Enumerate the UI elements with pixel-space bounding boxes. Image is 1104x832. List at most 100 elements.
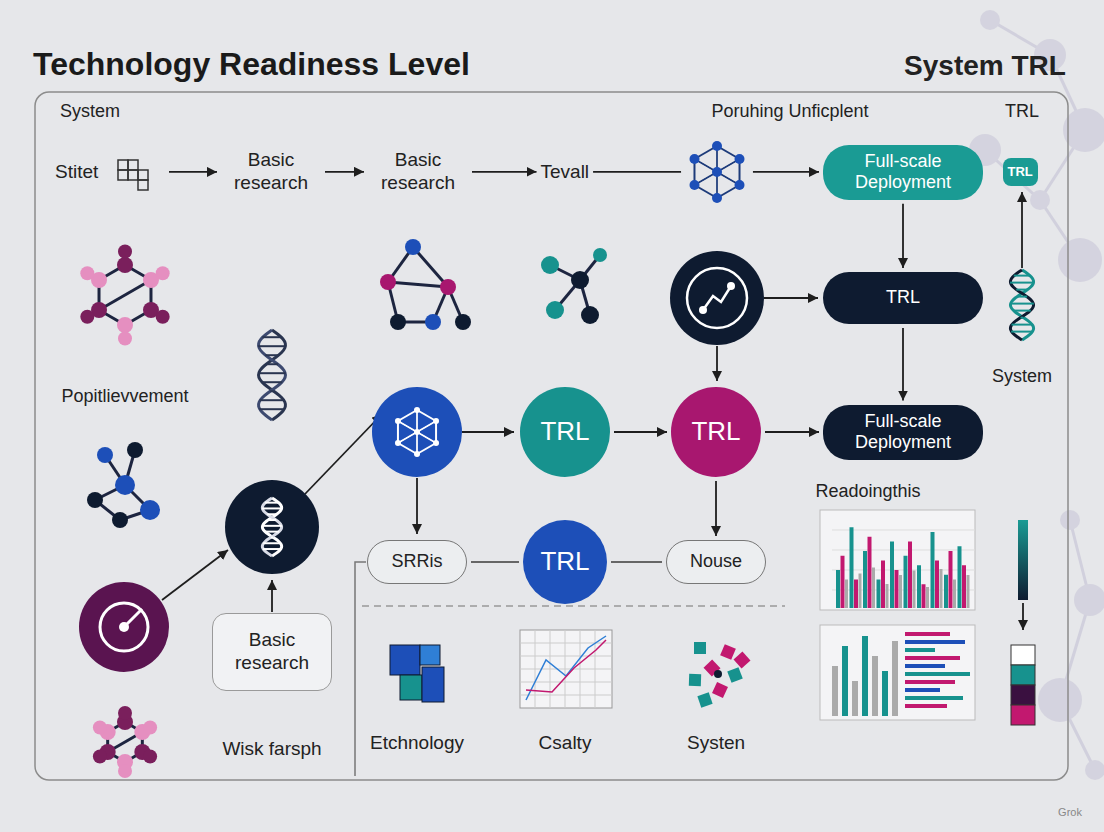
blueprint-block bbox=[390, 645, 420, 675]
bar-chart bbox=[820, 510, 975, 610]
atom bbox=[581, 306, 599, 324]
network-icon bbox=[689, 141, 744, 203]
chart-series bbox=[526, 640, 606, 692]
icon-caption: Systen bbox=[687, 732, 745, 754]
node-text: TRL bbox=[540, 546, 589, 577]
atom bbox=[127, 442, 143, 458]
grid-line bbox=[580, 630, 581, 708]
atom bbox=[380, 274, 396, 290]
atom bbox=[541, 256, 559, 274]
color-stack bbox=[1011, 645, 1035, 665]
node-text: TRL bbox=[886, 287, 920, 309]
network-link bbox=[416, 432, 418, 454]
blueprint-block bbox=[420, 645, 440, 665]
bar bbox=[841, 556, 845, 608]
chart-trend bbox=[703, 286, 731, 310]
arrow-line bbox=[716, 346, 718, 381]
bar bbox=[917, 565, 921, 608]
grid-cell bbox=[118, 170, 128, 180]
network-circle bbox=[372, 387, 462, 477]
node-text: Basic research bbox=[221, 149, 321, 195]
bar bbox=[922, 584, 926, 608]
ball-stick-molecule bbox=[380, 239, 471, 330]
dna-rung bbox=[262, 381, 282, 383]
dna-rung bbox=[258, 345, 286, 347]
bar bbox=[877, 580, 881, 609]
dna-circle bbox=[225, 480, 319, 574]
atom bbox=[87, 492, 103, 508]
atom bbox=[440, 279, 456, 295]
atom bbox=[571, 271, 589, 289]
dna-rung bbox=[1010, 282, 1034, 284]
hbar bbox=[905, 688, 940, 692]
network-node bbox=[414, 429, 420, 435]
bar bbox=[850, 527, 854, 608]
bar bbox=[862, 636, 868, 716]
bar bbox=[859, 574, 862, 609]
dna-rung bbox=[258, 372, 286, 374]
grid-cell bbox=[138, 170, 148, 180]
grid-line bbox=[520, 643, 612, 644]
network-link bbox=[397, 421, 399, 443]
node-text: SRRis bbox=[391, 551, 442, 573]
network-node bbox=[414, 407, 420, 413]
bond bbox=[388, 282, 448, 287]
dna-strand bbox=[259, 330, 286, 420]
hbar bbox=[905, 680, 955, 684]
network-node bbox=[433, 418, 439, 424]
bar bbox=[895, 570, 899, 608]
network-node bbox=[735, 154, 745, 164]
dna-rung bbox=[1016, 289, 1028, 291]
dna-strand bbox=[1010, 270, 1033, 340]
atom bbox=[425, 314, 441, 330]
node-text: Full-scale Deployment bbox=[835, 411, 971, 454]
target-circle bbox=[79, 582, 169, 672]
node-text: Basic research bbox=[223, 629, 321, 675]
bar bbox=[836, 570, 840, 608]
atom bbox=[118, 245, 132, 259]
trl-circle: TRL bbox=[671, 387, 761, 477]
dna-rung bbox=[266, 363, 278, 365]
hbar bbox=[905, 672, 970, 676]
deployment-pill: Full-scale Deployment bbox=[823, 145, 983, 200]
deployment-pill: Full-scale Deployment bbox=[823, 405, 983, 460]
dna-rung bbox=[263, 548, 281, 550]
hbar bbox=[905, 704, 947, 708]
atom bbox=[118, 764, 132, 778]
blueprint-block bbox=[400, 675, 422, 700]
background-atom bbox=[1085, 760, 1104, 780]
chart-frame bbox=[520, 630, 612, 708]
hexagon-molecule bbox=[80, 245, 169, 346]
scatter-center bbox=[714, 670, 722, 678]
dna-icon bbox=[258, 330, 286, 420]
background-atom bbox=[1030, 190, 1050, 210]
step-label: Basic research bbox=[368, 149, 468, 195]
dna-rung bbox=[265, 531, 280, 533]
text-label: Readoingthis bbox=[815, 481, 920, 502]
node-text: TRL bbox=[691, 416, 740, 447]
bar bbox=[832, 666, 838, 716]
hbar bbox=[905, 640, 965, 644]
process-box: Basic research bbox=[212, 613, 332, 691]
heading-label: System TRL bbox=[904, 50, 1066, 82]
outline-pill: SRRis bbox=[367, 540, 467, 584]
dna-rung bbox=[265, 354, 278, 356]
atom bbox=[405, 239, 421, 255]
bar bbox=[863, 551, 867, 608]
arrow-line bbox=[271, 580, 273, 612]
diagram-panel bbox=[35, 92, 1068, 780]
background-atom bbox=[1074, 584, 1104, 616]
hbar bbox=[905, 696, 963, 700]
connector bbox=[715, 481, 717, 536]
scatter-mark bbox=[734, 652, 751, 669]
dna-rung bbox=[262, 525, 282, 527]
text-label: System bbox=[992, 366, 1052, 387]
icon-caption: Etchnology bbox=[370, 732, 464, 754]
dna-strand bbox=[1010, 270, 1033, 340]
ball-stick-molecule bbox=[541, 248, 607, 324]
dashed-divider bbox=[362, 605, 785, 607]
scatter-mark bbox=[694, 642, 706, 654]
grid-line bbox=[565, 630, 566, 708]
atom bbox=[112, 512, 128, 528]
